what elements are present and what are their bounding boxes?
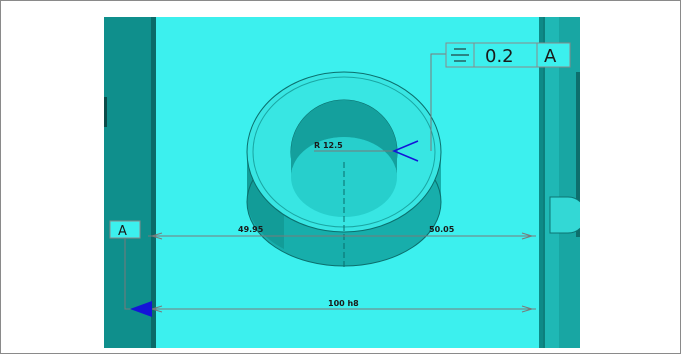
tolerance-leader (430, 53, 446, 151)
radius-label: R 12.5 (314, 141, 343, 150)
dim-left: 49.95 (238, 225, 264, 234)
left-wall-edge (151, 17, 156, 348)
cad-viewport[interactable]: R 12.5 0.2 A 49.95 50 (104, 17, 580, 348)
dim-overall: 100 h8 (328, 299, 359, 308)
datum-label: A (118, 224, 127, 239)
datum-box[interactable]: A (109, 220, 141, 239)
feature-control-frame[interactable]: 0.2 A (445, 42, 571, 68)
tolerance-datum: A (544, 46, 557, 67)
datum-triangle-icon (130, 301, 152, 317)
tolerance-value: 0.2 (485, 46, 514, 67)
cad-drawing: R 12.5 0.2 A 49.95 50 (104, 17, 580, 348)
left-wall (104, 17, 156, 348)
radius-arrow (392, 140, 419, 162)
symmetry-icon (451, 48, 469, 62)
dim-right: 50.05 (429, 225, 455, 234)
